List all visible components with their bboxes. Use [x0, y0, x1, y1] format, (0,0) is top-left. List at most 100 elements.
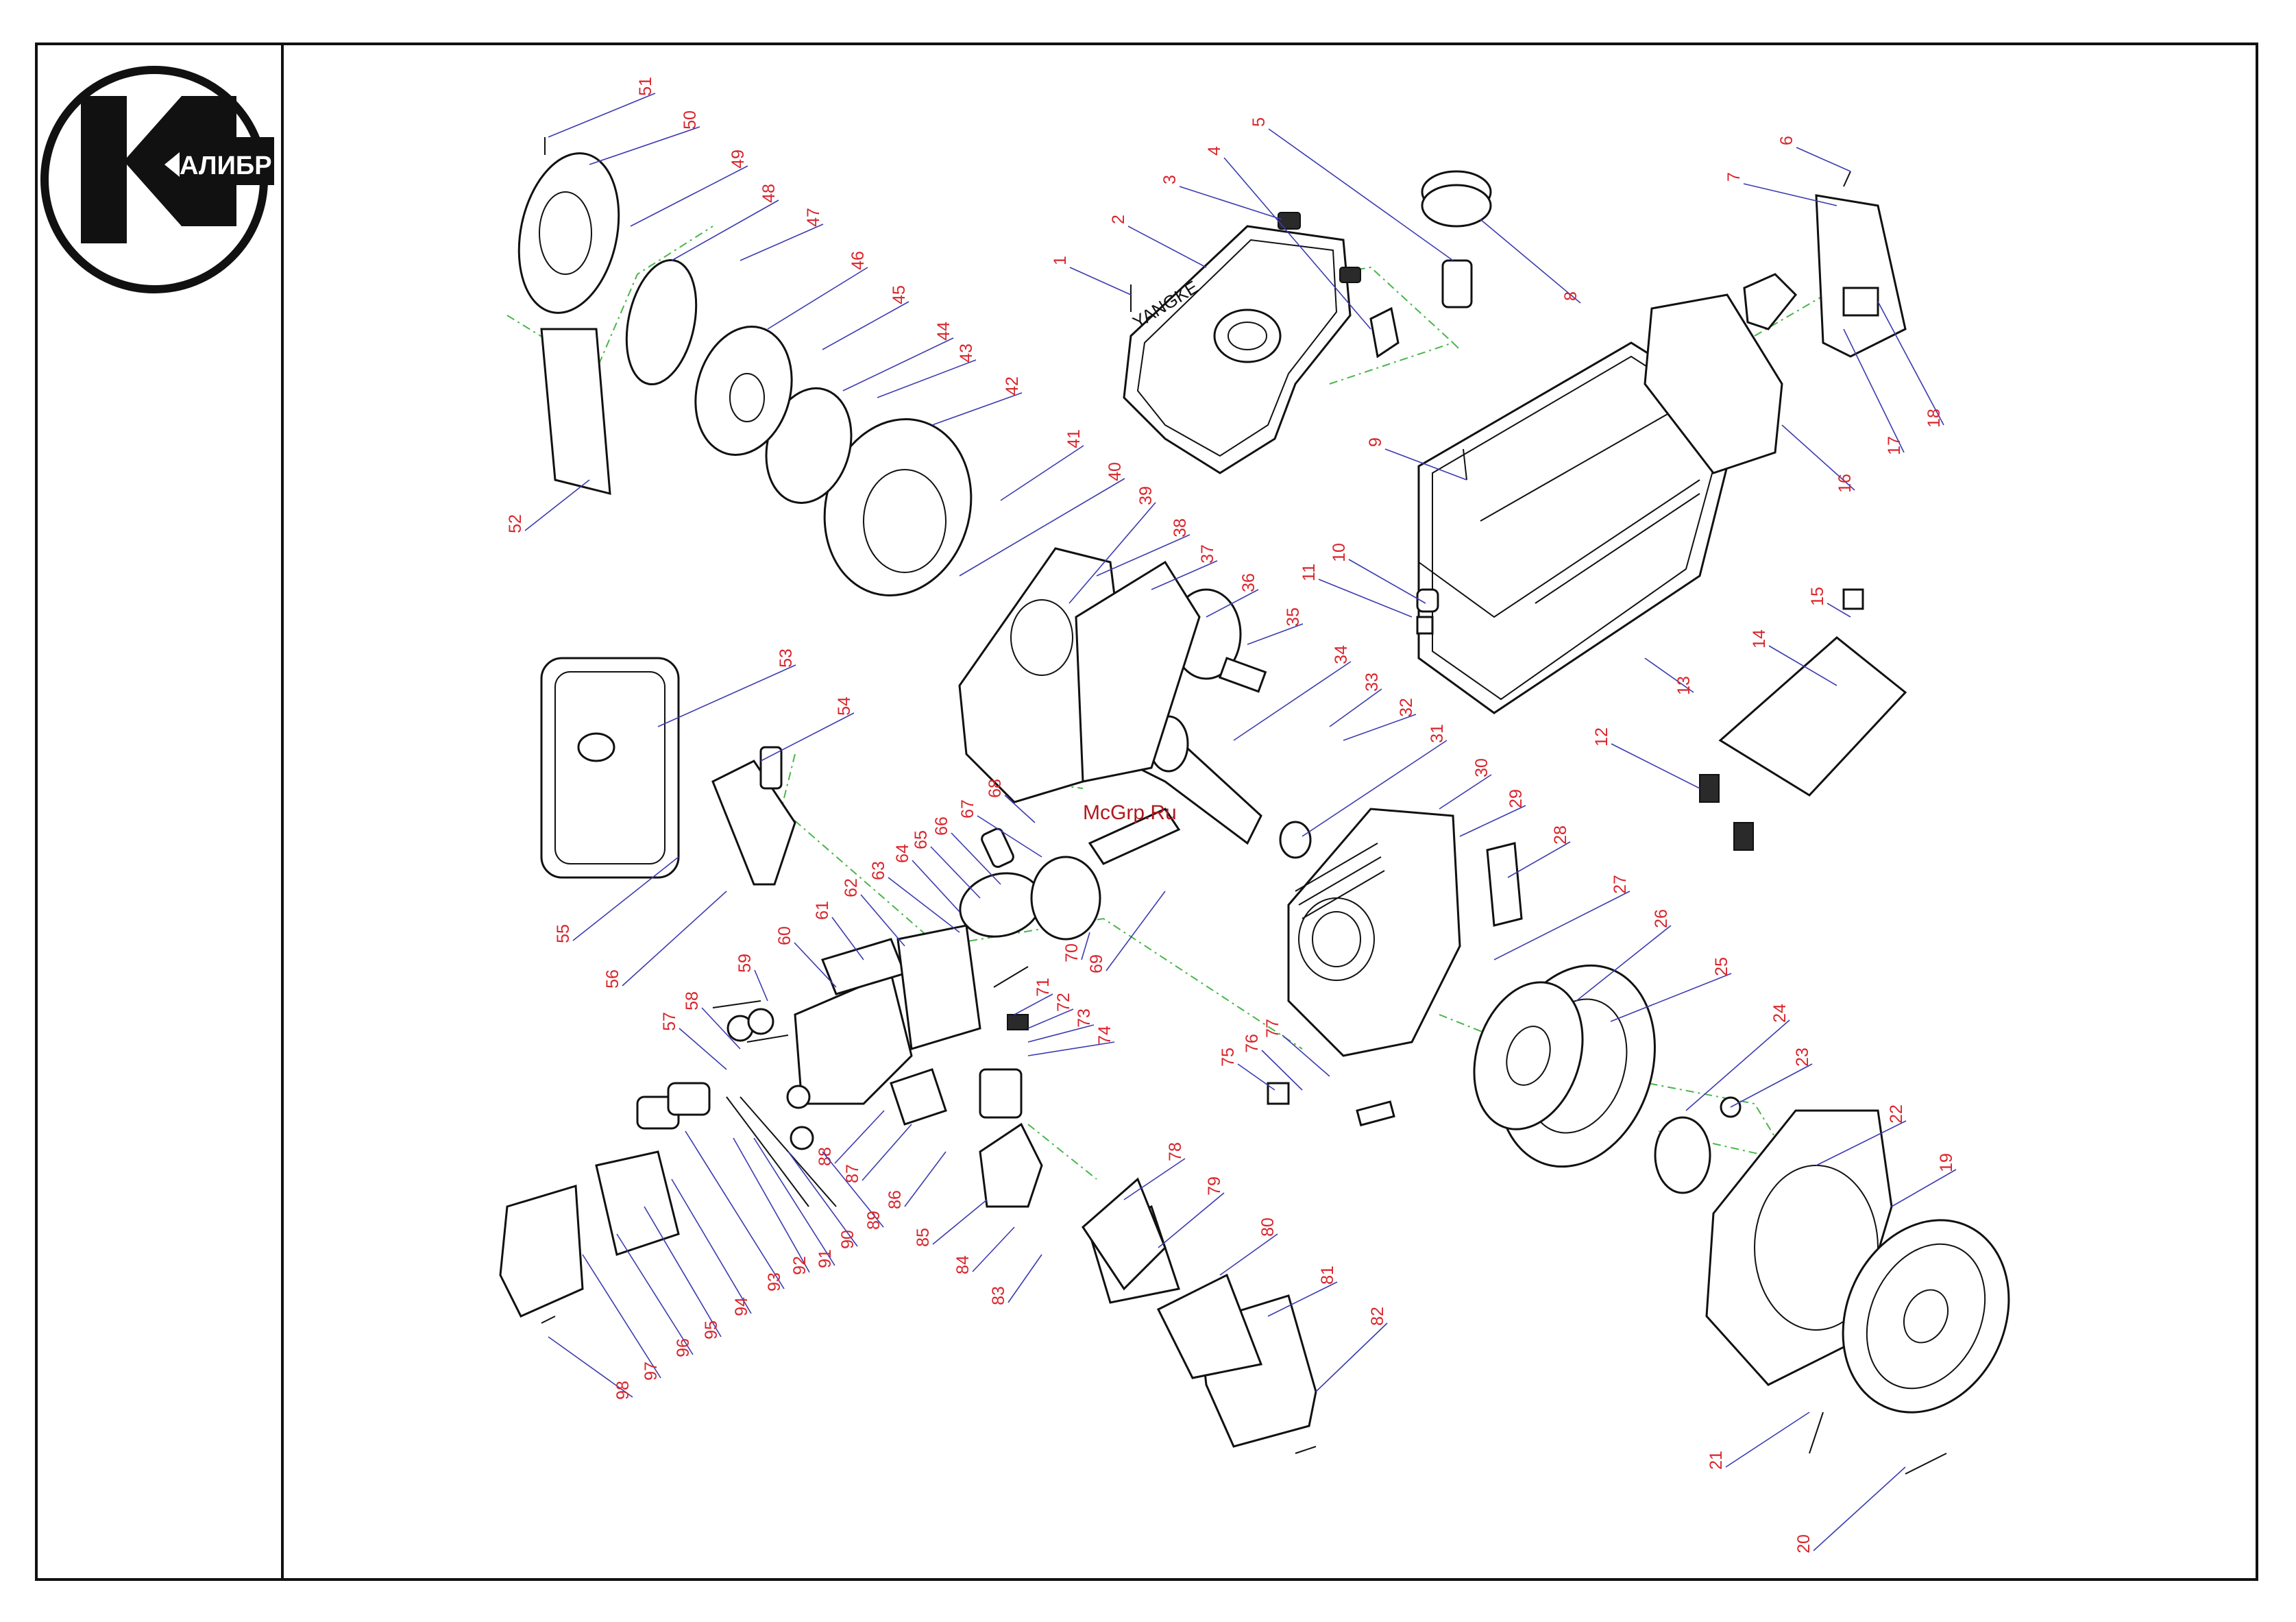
brand-logo: АЛИБР: [40, 66, 274, 293]
callout-number: 96: [674, 1338, 693, 1357]
leader-line-50: [589, 126, 700, 165]
callout-number: 92: [790, 1256, 809, 1275]
callout-number: 89: [864, 1211, 883, 1230]
callout-number: 6: [1777, 136, 1796, 145]
leader-line-39: [1068, 502, 1156, 604]
leader-line-47: [740, 223, 824, 261]
tubular-frame: [1416, 341, 1742, 714]
leader-line-84: [972, 1226, 1015, 1272]
callout-number: 71: [1034, 978, 1053, 997]
callout-number: 67: [958, 799, 977, 819]
callout-number: 22: [1887, 1104, 1906, 1124]
callout-number: 74: [1095, 1026, 1114, 1045]
callout-number: 43: [957, 343, 976, 363]
callout-number: 25: [1712, 957, 1731, 976]
callout-number: 57: [660, 1012, 679, 1031]
callout-number: 72: [1054, 993, 1073, 1012]
callout-number: 20: [1794, 1534, 1813, 1553]
callout-number: 87: [843, 1164, 862, 1183]
callout-number: 32: [1397, 698, 1416, 717]
callout-layer: 1234567891011121314151617181920212223242…: [506, 77, 1957, 1553]
leader-line-31: [1302, 740, 1448, 837]
leader-line-40: [959, 478, 1125, 577]
callout-number: 13: [1674, 676, 1694, 695]
leader-line-51: [548, 93, 656, 138]
leader-line-2: [1127, 226, 1207, 268]
leader-line-92: [733, 1137, 810, 1273]
fasteners: [541, 137, 1947, 1475]
callout-number: 58: [683, 991, 702, 1010]
callout-number: 36: [1239, 573, 1258, 592]
leader-line-57: [679, 1028, 727, 1070]
leader-line-9: [1384, 448, 1467, 481]
leader-line-13: [1644, 657, 1694, 693]
callout-number: 44: [934, 322, 953, 341]
callout-number: 9: [1366, 437, 1385, 447]
callout-number: 77: [1263, 1019, 1282, 1038]
callout-number: 35: [1284, 607, 1303, 627]
leader-line-76: [1261, 1050, 1303, 1091]
sheet-border: [35, 43, 2258, 1581]
callout-number: 59: [735, 954, 755, 973]
cylinder-head: [794, 924, 981, 1105]
leader-line-70: [1081, 932, 1090, 960]
callout-number: 2: [1109, 215, 1128, 224]
leader-line-75: [1237, 1063, 1275, 1091]
callout-number: 79: [1205, 1176, 1224, 1196]
callout-number: 26: [1652, 909, 1671, 928]
leader-line-28: [1507, 841, 1571, 878]
callout-number: 68: [986, 779, 1005, 798]
leader-line-20: [1813, 1466, 1906, 1551]
leader-line-7: [1743, 183, 1837, 206]
callout-number: 1: [1051, 256, 1070, 265]
callout-number: 91: [816, 1249, 835, 1268]
leader-line-55: [572, 856, 679, 941]
callout-number: 52: [506, 514, 525, 533]
crankcase-cover: [958, 547, 1201, 803]
leader-line-67: [977, 815, 1042, 858]
callout-number: 47: [804, 208, 823, 227]
leader-line-53: [657, 664, 796, 727]
callout-number: 37: [1198, 544, 1217, 564]
leader-line-4: [1223, 157, 1371, 330]
leader-line-6: [1796, 147, 1851, 172]
flywheel: [1473, 964, 1742, 1194]
callout-number: 75: [1219, 1048, 1238, 1067]
callout-number: 53: [777, 649, 796, 668]
leader-line-18: [1877, 301, 1944, 426]
recoil-starter: [1842, 1219, 2010, 1414]
leader-line-29: [1459, 805, 1526, 837]
callout-number: 94: [732, 1297, 751, 1316]
callout-number: 28: [1551, 825, 1570, 845]
callout-number: 39: [1136, 486, 1156, 505]
leader-line-73: [1027, 1024, 1095, 1043]
callout-number: 40: [1106, 462, 1125, 481]
leader-line-88: [834, 1110, 885, 1164]
leader-line-11: [1318, 579, 1413, 618]
piston: [959, 808, 1181, 941]
callout-number: 80: [1258, 1218, 1278, 1237]
leader-line-85: [932, 1199, 988, 1245]
leader-line-82: [1315, 1322, 1388, 1392]
leader-line-89: [822, 1151, 884, 1228]
valve-train: [636, 1008, 837, 1207]
callout-number: 66: [932, 816, 951, 836]
alternator: [694, 326, 973, 596]
callout-number: 56: [603, 969, 622, 989]
leader-line-61: [831, 917, 864, 960]
callout-number: 50: [681, 110, 700, 130]
leader-line-46: [767, 267, 868, 330]
callout-number: 63: [869, 861, 888, 880]
callout-number: 48: [759, 184, 779, 203]
leader-line-77: [1282, 1034, 1330, 1077]
callout-number: 41: [1064, 429, 1084, 448]
leader-line-33: [1329, 688, 1382, 727]
leader-line-71: [1014, 993, 1053, 1015]
leader-line-15: [1827, 603, 1851, 618]
leader-line-41: [1000, 445, 1084, 501]
leader-line-60: [794, 942, 837, 988]
governor-arm: [711, 746, 796, 886]
callout-number: 62: [842, 878, 861, 897]
leader-line-62: [860, 894, 905, 947]
